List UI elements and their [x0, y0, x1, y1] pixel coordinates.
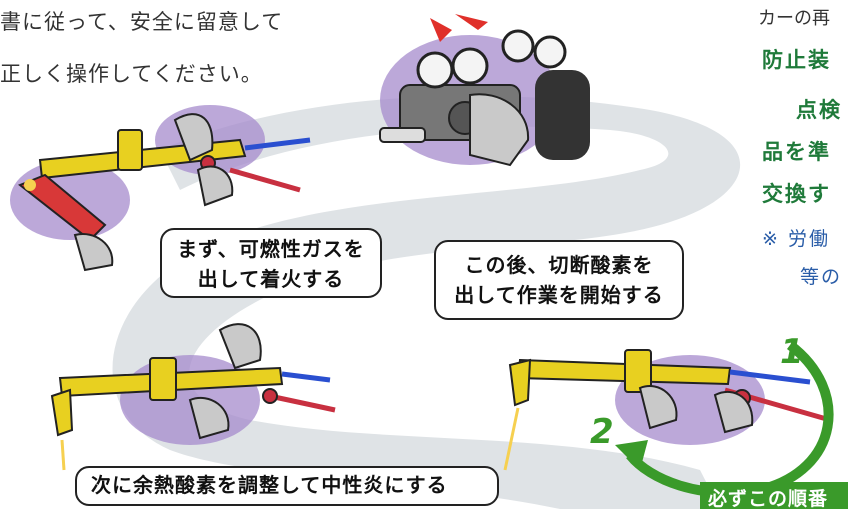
side-note-line-2: 等の [800, 266, 843, 288]
step-2-text: 次に余熱酸素を調整して中性炎にする [91, 473, 448, 497]
order-label: 必ずこの順番 [708, 488, 829, 510]
step-3-line-2: 出して作業を開始する [454, 283, 664, 307]
torch-bottom-left [50, 323, 336, 471]
torch-top-left [18, 113, 311, 272]
speech-bubble-step-3: この後、切断酸素を 出して作業を開始する [434, 240, 684, 320]
side-note-line-1: ※ 労働 [762, 228, 830, 250]
side-text-line-4: 品を準 [762, 140, 831, 164]
order-number-1: 1 [780, 332, 804, 372]
side-text-line-2: 防止装 [762, 48, 831, 72]
order-arrows [615, 341, 848, 509]
step-2-box: 次に余熱酸素を調整して中性炎にする [75, 466, 499, 506]
side-text-line-5: 交換す [762, 182, 831, 206]
side-text-line-3: 点検 [796, 98, 842, 122]
step-3-line-1: この後、切断酸素を [464, 253, 654, 277]
background-path [112, 95, 741, 509]
speech-bubble-step-1: まず、可燃性ガスを 出して着火する [160, 228, 382, 298]
order-number-2: 2 [590, 412, 614, 452]
regulator-gauges [379, 14, 590, 167]
step-1-line-1: まず、可燃性ガスを [177, 237, 365, 261]
torch-bottom-right [503, 349, 831, 471]
side-text-line-1: カーの再 [758, 8, 830, 29]
intro-line-1: 書に従って、安全に留意して [0, 10, 284, 34]
intro-line-2: 正しく操作してください。 [0, 62, 263, 86]
step-1-line-2: 出して着火する [197, 267, 345, 291]
